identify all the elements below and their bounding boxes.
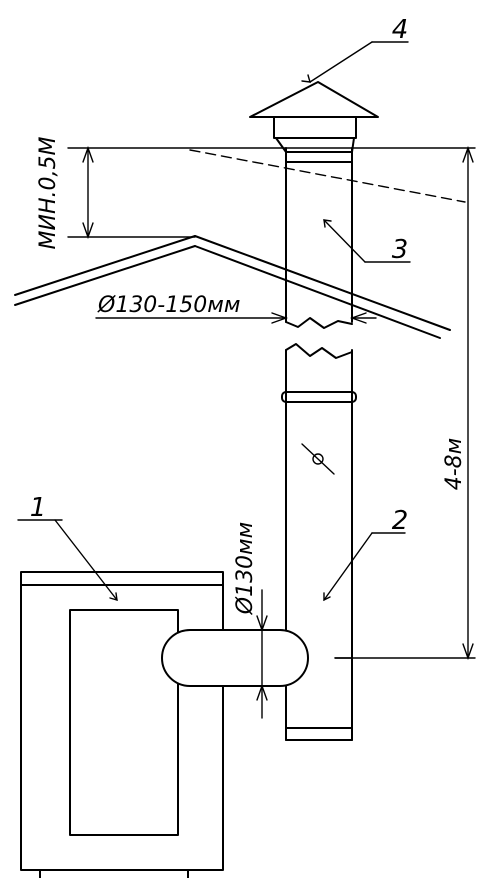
label-chimney-height: 4-8м xyxy=(442,438,467,491)
label-pipe-diameter: Ø130-150мм xyxy=(97,293,240,318)
label-part-3: 3 xyxy=(392,235,409,265)
stove xyxy=(20,571,224,878)
label-connector-diameter: Ø130мм xyxy=(233,522,258,616)
min-height-dimension xyxy=(82,145,94,240)
connector-pipe xyxy=(161,629,309,687)
leader-lines xyxy=(17,41,411,602)
label-part-1: 1 xyxy=(30,493,47,523)
damper xyxy=(301,443,335,475)
label-min-height: МИН.0,5М xyxy=(36,137,61,250)
pipe-diameter-dimension xyxy=(95,312,377,324)
chimney-height-dimension xyxy=(462,145,474,661)
connector-diameter-dimension xyxy=(256,589,268,719)
label-part-2: 2 xyxy=(392,506,409,536)
label-part-4: 4 xyxy=(392,15,409,45)
roof-level-dashed-line xyxy=(189,149,466,203)
rain-cap xyxy=(249,81,379,153)
roof xyxy=(14,235,451,339)
